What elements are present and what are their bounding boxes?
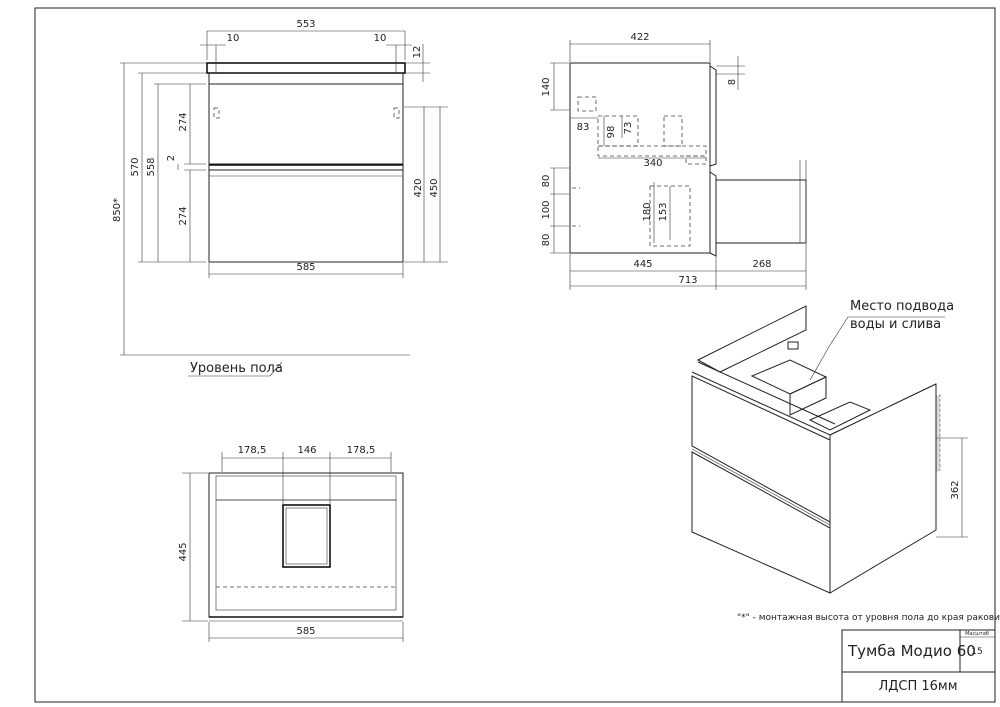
top-outline: [208, 472, 404, 618]
sheet-border: [34, 7, 996, 703]
dim-80-upper: 80: [541, 175, 552, 188]
dim-10-left: 10: [227, 33, 240, 44]
dim-274-lower: 274: [178, 206, 189, 225]
side-view: 422 8 140 83 98 73 340 80 100 80 180 153: [541, 32, 807, 290]
dim-362: 362: [950, 480, 961, 499]
dim-850: 850*: [112, 198, 123, 222]
product-name: Тумба Модио 60: [847, 642, 976, 660]
dim-2: 2: [166, 155, 177, 161]
footnote: "*" - монтажная высота от уровня пола до…: [737, 613, 1000, 623]
iso-drawer-lower: [691, 451, 831, 594]
top-view: 178,5 146 178,5 445 585: [178, 445, 404, 642]
dim-80-lower: 80: [541, 234, 552, 247]
floor-level-label: Уровень пола: [190, 361, 283, 376]
dim-100: 100: [541, 200, 552, 219]
dim-140: 140: [541, 77, 552, 96]
iso-view: Место подвода воды и слива 362: [691, 299, 968, 594]
dim-274-upper: 274: [178, 112, 189, 131]
front-drawer-upper: [208, 83, 404, 165]
dim-146: 146: [297, 445, 316, 456]
front-countertop: [206, 62, 406, 74]
dim-180: 180: [642, 202, 653, 221]
dim-178-5-right: 178,5: [347, 445, 376, 456]
scale-label: Масштаб: [965, 631, 989, 637]
dim-340: 340: [643, 158, 662, 169]
dim-178-5-left: 178,5: [238, 445, 267, 456]
iso-callout-line2: воды и слива: [850, 317, 941, 332]
dim-422: 422: [630, 32, 649, 43]
dim-570: 570: [130, 157, 141, 176]
dim-153: 153: [658, 202, 669, 221]
front-drawer-lower: [208, 169, 404, 263]
dim-73: 73: [623, 122, 634, 135]
dim-445-top: 445: [178, 542, 189, 561]
title-block: Тумба Модио 60 Масштаб 15 ЛДСП 16мм: [841, 629, 996, 703]
dim-420: 420: [413, 178, 424, 197]
side-body: [569, 62, 711, 254]
dim-445-side: 445: [633, 259, 652, 270]
top-siphon-cutout: [282, 504, 331, 568]
iso-drawer-upper: [691, 375, 831, 523]
front-view: 553 10 10 12 850* 570 558 274 2 274: [112, 19, 448, 377]
iso-socket: [787, 341, 799, 350]
dim-268: 268: [752, 259, 771, 270]
dim-12: 12: [412, 46, 423, 59]
iso-side-panel: [829, 383, 937, 594]
dim-585-front: 585: [296, 262, 315, 273]
front-body: [208, 72, 404, 263]
dim-98: 98: [606, 126, 617, 139]
dim-553: 553: [296, 19, 315, 30]
scale-value: 15: [971, 647, 982, 657]
side-drawer-open: [715, 179, 807, 244]
dim-558: 558: [146, 157, 157, 176]
dim-450: 450: [429, 178, 440, 197]
dim-585-top: 585: [296, 626, 315, 637]
dim-83: 83: [577, 122, 590, 133]
dim-8: 8: [727, 79, 738, 85]
dim-10-right: 10: [374, 33, 387, 44]
dim-713: 713: [678, 275, 697, 286]
material-label: ЛДСП 16мм: [878, 679, 957, 694]
iso-callout-line1: Место подвода: [850, 299, 954, 314]
